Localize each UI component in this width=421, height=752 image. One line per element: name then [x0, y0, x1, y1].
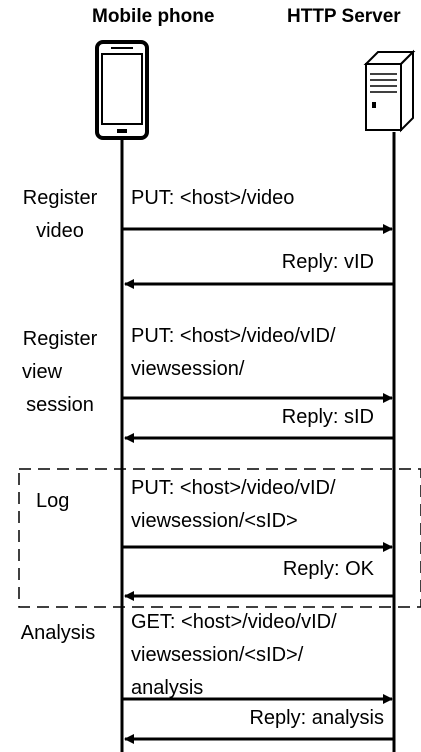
- phase-label-line: Register: [22, 328, 98, 350]
- request-line: PUT: <host>/video: [131, 187, 295, 209]
- reply-text-register-video: Reply: vID: [282, 246, 374, 279]
- phone-actor-title: Mobile phone: [92, 6, 215, 27]
- log-dashed-box: [18, 468, 421, 608]
- request-line: viewsession/<sID>/: [131, 644, 304, 666]
- phase-label-register-view-session: Register view session: [0, 323, 120, 422]
- request-line: PUT: <host>/video/vID/: [131, 477, 336, 499]
- request-text-analysis: GET: <host>/video/vID/ viewsession/<sID>…: [131, 606, 337, 705]
- reply-line: Reply: analysis: [249, 707, 384, 729]
- phase-label-line: session: [26, 394, 94, 416]
- mobile-phone-icon: [95, 40, 149, 140]
- reply-line: Reply: sID: [281, 406, 374, 428]
- request-line: viewsession/: [131, 358, 245, 380]
- phase-label-line: Log: [36, 490, 70, 512]
- phase-label-line: view: [22, 361, 63, 383]
- request-text-log: PUT: <host>/video/vID/ viewsession/<sID>: [131, 472, 336, 538]
- request-line: viewsession/<sID>: [131, 510, 298, 532]
- phase-label-register-video: Register video: [0, 182, 120, 248]
- request-line: GET: <host>/video/vID/: [131, 611, 337, 633]
- server-actor-title: HTTP Server: [287, 6, 401, 27]
- reply-line: Reply: vID: [281, 251, 374, 273]
- request-text-register-video: PUT: <host>/video: [131, 182, 294, 215]
- server-icon: [363, 49, 416, 133]
- reply-line: Reply: OK: [282, 558, 374, 580]
- phase-label-log: Log: [0, 485, 116, 518]
- phase-label-line: Register: [22, 187, 98, 209]
- request-text-register-view-session: PUT: <host>/video/vID/ viewsession/: [131, 320, 336, 386]
- request-line: analysis: [131, 677, 204, 699]
- request-line: PUT: <host>/video/vID/: [131, 325, 336, 347]
- phase-label-analysis: Analysis: [0, 617, 116, 650]
- phase-label-line: Analysis: [20, 622, 96, 644]
- phase-label-line: video: [36, 220, 84, 242]
- reply-text-register-view-session: Reply: sID: [282, 401, 374, 434]
- reply-text-log: Reply: OK: [283, 553, 374, 586]
- reply-text-analysis: Reply: analysis: [249, 702, 384, 735]
